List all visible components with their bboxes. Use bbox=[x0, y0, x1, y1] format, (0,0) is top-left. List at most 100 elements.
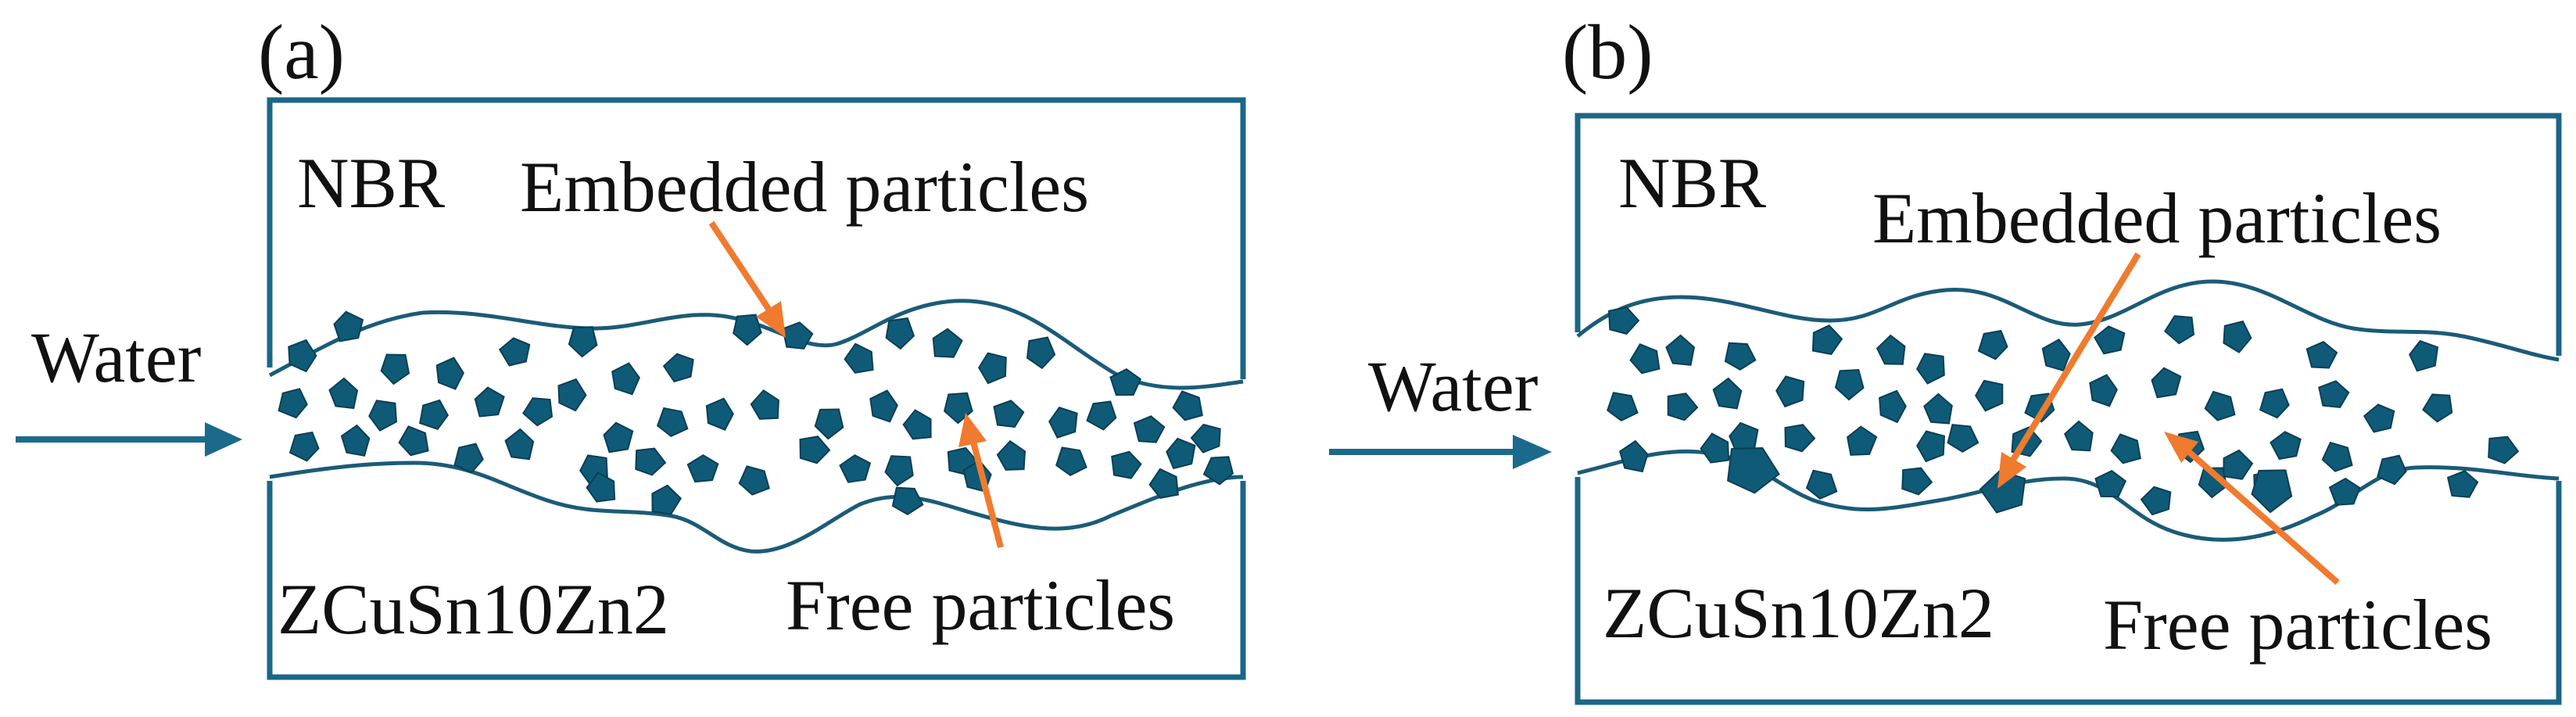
particle bbox=[1109, 368, 1142, 396]
particle bbox=[2259, 388, 2290, 419]
particle bbox=[839, 454, 872, 483]
particle bbox=[885, 317, 915, 350]
particle bbox=[2204, 390, 2236, 421]
panel-a-left-opening bbox=[262, 367, 279, 481]
particle bbox=[1724, 342, 1757, 371]
particle bbox=[586, 471, 616, 503]
particle bbox=[1148, 468, 1179, 499]
panel-a-free-label: Free particles bbox=[786, 565, 1175, 645]
particle bbox=[453, 443, 484, 474]
particle bbox=[2089, 374, 2118, 407]
particle bbox=[2318, 380, 2350, 408]
particle bbox=[635, 447, 667, 476]
panel-a-inlet-arrow bbox=[16, 422, 242, 457]
particle bbox=[333, 310, 364, 342]
panel-b-lower-wall bbox=[1577, 449, 2560, 542]
particle bbox=[398, 425, 429, 457]
particle bbox=[504, 428, 535, 461]
particle bbox=[1629, 343, 1661, 375]
particle bbox=[498, 337, 531, 367]
particle bbox=[1784, 424, 1816, 453]
particle bbox=[891, 486, 924, 515]
particle bbox=[2270, 431, 2302, 461]
particle bbox=[1665, 334, 1695, 366]
particle bbox=[1727, 446, 1780, 494]
panel-a-embedded-label: Embedded particles bbox=[520, 147, 1089, 227]
particle bbox=[1916, 353, 1945, 385]
particle bbox=[2094, 470, 2127, 498]
particle bbox=[1700, 432, 1730, 464]
panel-a-nbr-label: NBR bbox=[297, 143, 446, 223]
particle bbox=[1847, 425, 1878, 456]
panel-b-embedded-arrow bbox=[1997, 252, 2141, 489]
particle bbox=[996, 439, 1026, 471]
panel-a-free-arrow bbox=[958, 413, 1004, 549]
panel-a-label: (a) bbox=[258, 9, 345, 95]
particle bbox=[568, 326, 598, 358]
particle bbox=[1834, 368, 1865, 401]
particle bbox=[814, 408, 844, 440]
particle bbox=[2163, 315, 2195, 345]
particle bbox=[2140, 486, 2172, 516]
particle bbox=[611, 362, 640, 396]
particle bbox=[1607, 392, 1639, 421]
panel-a-embedded-arrow bbox=[708, 220, 786, 338]
particle bbox=[1947, 424, 1979, 453]
panel-a-lower-wall bbox=[269, 461, 1244, 554]
panel-b-free-arrow bbox=[2164, 432, 2340, 586]
particle bbox=[435, 357, 464, 390]
panel-b-nbr-label: NBR bbox=[1618, 143, 1767, 223]
particle bbox=[328, 377, 359, 410]
particle bbox=[1618, 439, 1649, 473]
particle bbox=[1202, 456, 1234, 486]
particle bbox=[2328, 477, 2361, 506]
particle bbox=[1667, 393, 1699, 421]
particle bbox=[1775, 375, 1805, 408]
particle bbox=[2377, 454, 2407, 486]
panel-a-particles bbox=[278, 310, 1234, 515]
particle bbox=[1879, 389, 1907, 424]
panel-b-right-opening bbox=[2550, 356, 2567, 481]
particle bbox=[799, 436, 831, 464]
particle bbox=[419, 399, 449, 430]
panel-b-alloy-label: ZCuSn10Zn2 bbox=[1603, 573, 1994, 653]
particle bbox=[1055, 446, 1087, 476]
panel-a-alloy-label: ZCuSn10Zn2 bbox=[278, 569, 669, 649]
panel-b-free-label: Free particles bbox=[2103, 585, 2492, 665]
particle bbox=[1111, 450, 1142, 479]
particle bbox=[2063, 420, 2094, 452]
particle bbox=[686, 454, 719, 483]
particle bbox=[2151, 367, 2182, 399]
particle bbox=[651, 484, 683, 515]
particle bbox=[2223, 320, 2252, 353]
particle bbox=[884, 455, 914, 487]
particle bbox=[1166, 437, 1196, 470]
particle bbox=[2446, 470, 2479, 498]
particle bbox=[278, 388, 308, 419]
particle bbox=[521, 397, 554, 427]
particle bbox=[2363, 403, 2395, 433]
panel-a-upper-wall bbox=[268, 299, 1244, 390]
particle bbox=[2306, 341, 2338, 369]
particle bbox=[705, 397, 734, 431]
particle bbox=[656, 407, 689, 437]
panel-b-upper-wall bbox=[1576, 279, 2560, 362]
particle bbox=[993, 400, 1025, 428]
particle bbox=[1811, 324, 1843, 356]
particle bbox=[1975, 379, 2004, 412]
panel-a-right-opening bbox=[1235, 379, 1252, 481]
particle bbox=[1607, 306, 1640, 335]
particle bbox=[738, 465, 770, 496]
particle bbox=[1901, 467, 1933, 496]
particle bbox=[380, 353, 410, 385]
particle bbox=[1086, 400, 1117, 431]
particle bbox=[2422, 393, 2453, 423]
particle bbox=[1133, 415, 1166, 443]
particle bbox=[2409, 339, 2439, 372]
particle bbox=[557, 378, 587, 412]
particle bbox=[1977, 329, 2008, 360]
particle bbox=[2041, 339, 2071, 372]
panel-b: (b) NBR Embedded particles Water ZCuSn10… bbox=[1329, 9, 2567, 705]
panel-a: (a) NBR Embedded particles Water ZCuSn10… bbox=[16, 9, 1252, 680]
particle bbox=[1026, 336, 1056, 370]
